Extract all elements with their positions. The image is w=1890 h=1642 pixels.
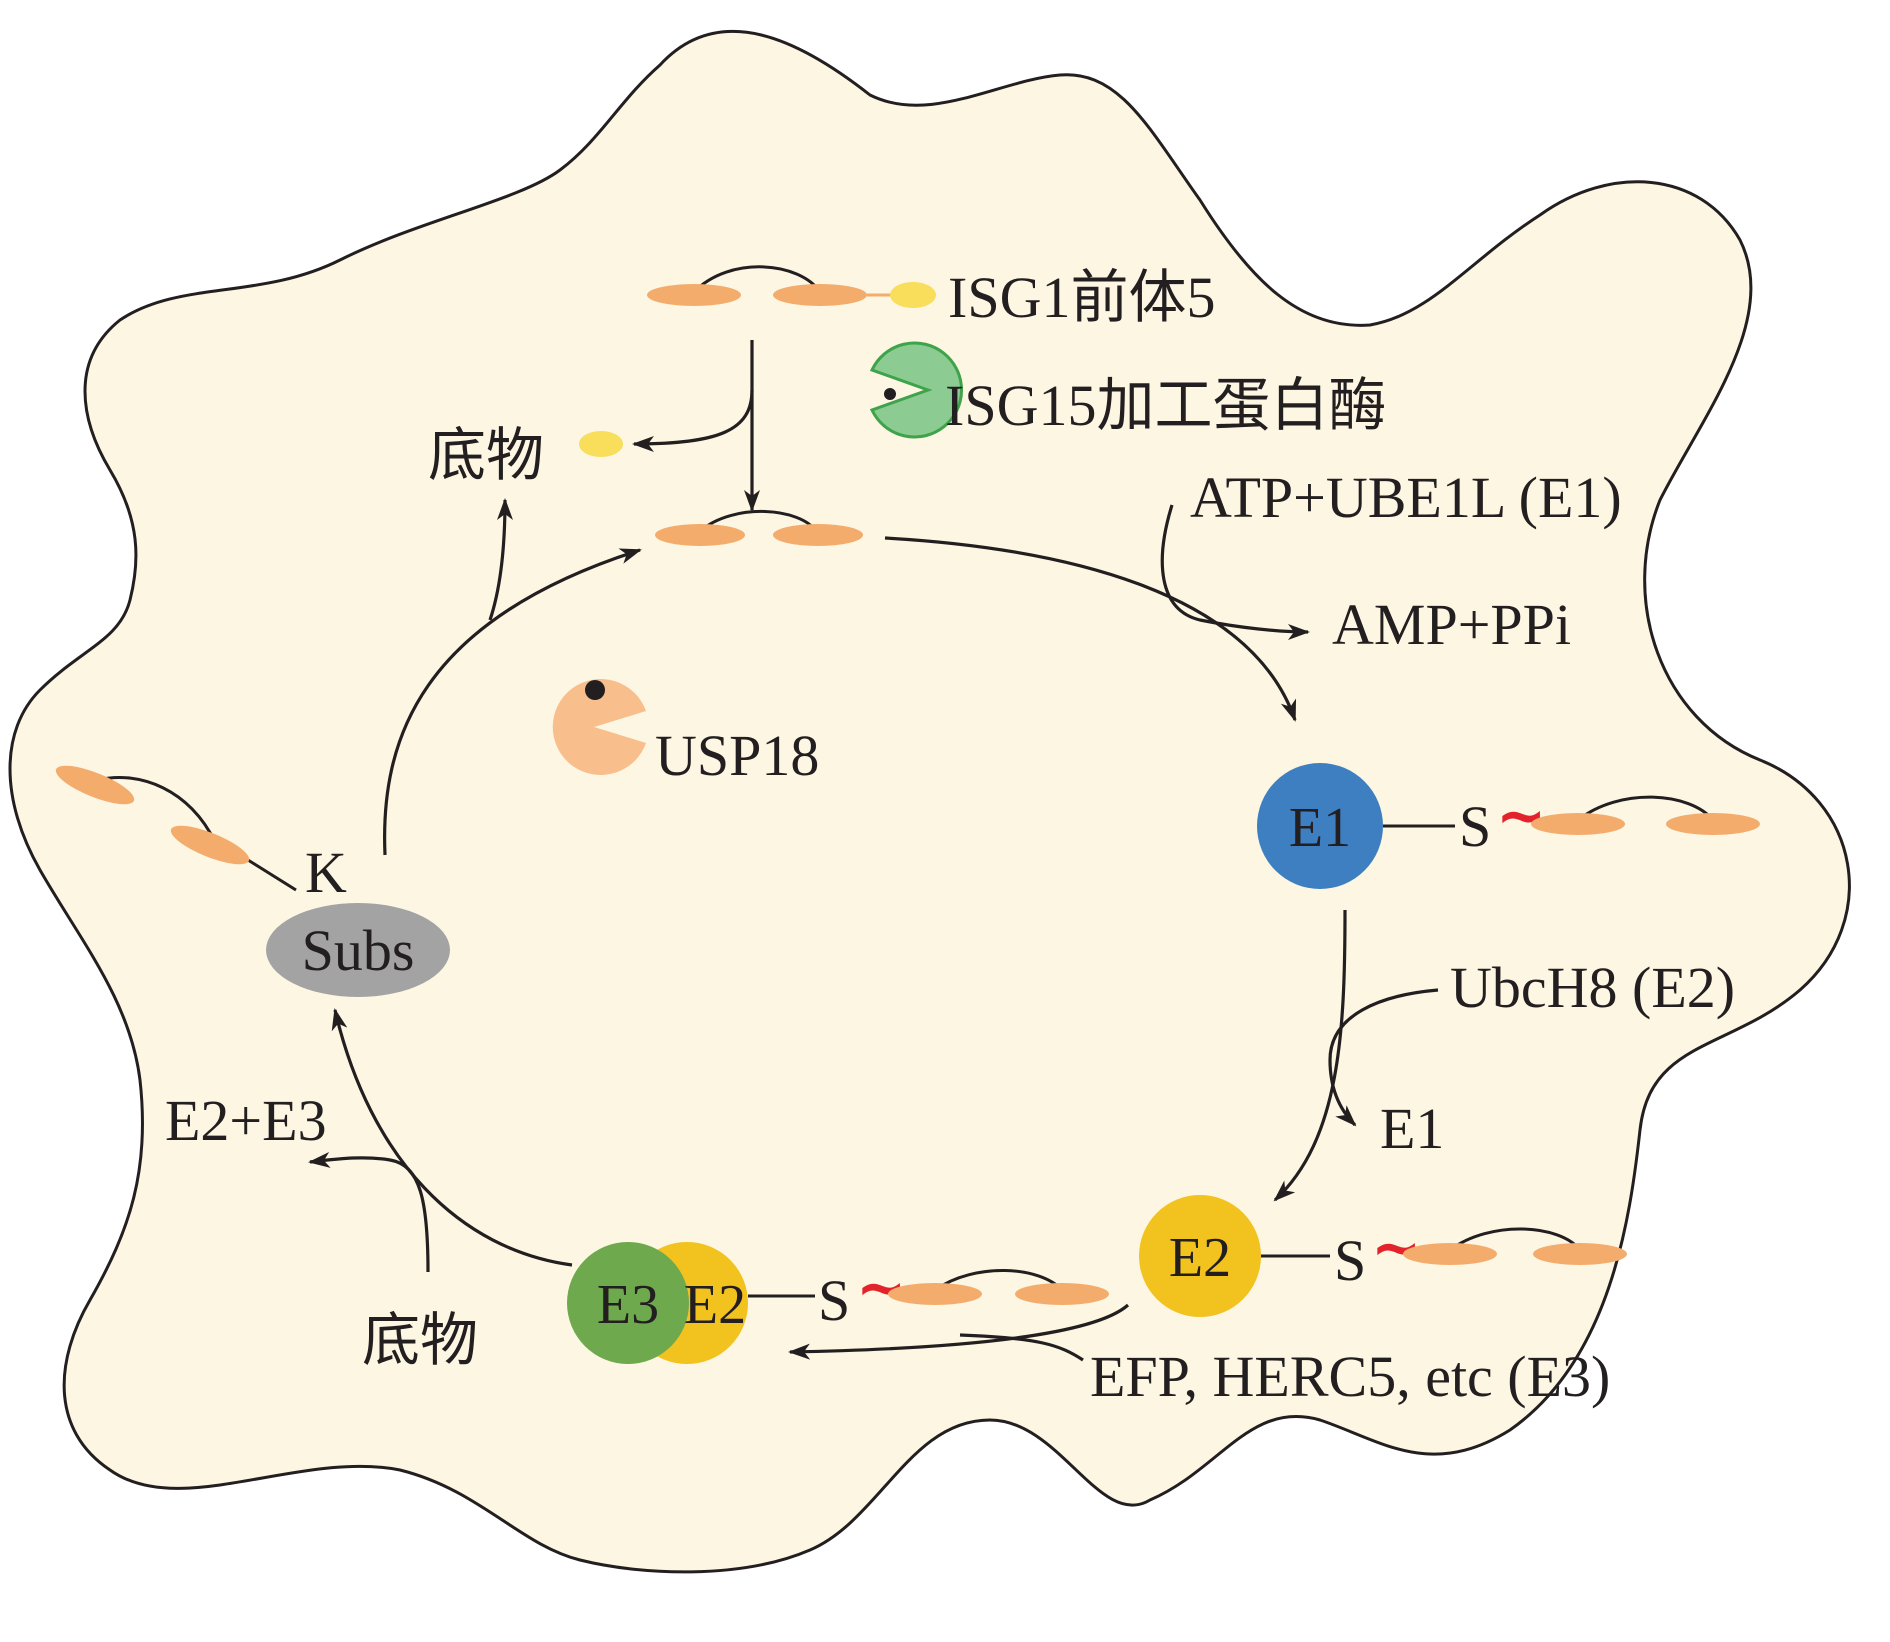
activation-arrow bbox=[884, 536, 1297, 722]
isg15-domain bbox=[1015, 1283, 1109, 1305]
isg15-domain bbox=[888, 1283, 982, 1305]
isg15-domain bbox=[1666, 813, 1760, 835]
thioester-s-e2: S bbox=[1334, 1228, 1366, 1293]
substrate-input-arrow bbox=[308, 1152, 430, 1273]
isg15-domain bbox=[647, 284, 741, 306]
conjugation-arrow bbox=[331, 1008, 573, 1267]
usp18-enzyme bbox=[552, 679, 646, 775]
e3-enzyme bbox=[567, 1242, 689, 1364]
mature-isg15 bbox=[655, 510, 863, 546]
isg15-domain bbox=[655, 524, 745, 546]
e1-label: E1 bbox=[1289, 797, 1351, 859]
atp-ube1l-label: ATP+UBE1L (E1) bbox=[1190, 465, 1622, 530]
thioester-s-e1: S bbox=[1459, 794, 1491, 859]
atp-input-arrow bbox=[1160, 504, 1310, 640]
enzyme-eye bbox=[884, 388, 896, 400]
transfer-to-e2-arrow bbox=[1273, 909, 1347, 1202]
isg15-precursor-label: ISG1前体5 bbox=[948, 265, 1215, 330]
isg15-domain bbox=[55, 765, 135, 805]
isg15-precursor bbox=[647, 265, 936, 308]
e2-enzyme bbox=[1139, 1195, 1261, 1317]
e3-input-arrow bbox=[959, 1333, 1084, 1362]
thioester-tilde-e1: ~ bbox=[1496, 781, 1546, 851]
propeptide bbox=[890, 282, 936, 308]
e1-enzyme bbox=[1257, 763, 1383, 889]
released-propeptide bbox=[579, 431, 623, 457]
lysine-label: K bbox=[305, 840, 347, 905]
substrate-label-top: 底物 bbox=[428, 423, 544, 488]
e3-ligases-label: EFP, HERC5, etc (E3) bbox=[1090, 1344, 1610, 1409]
isg15-processing-enzyme bbox=[869, 341, 963, 439]
subs-label: Subs bbox=[302, 918, 415, 983]
transfer-to-e3-arrow bbox=[788, 1303, 1130, 1360]
isg15-domain bbox=[1533, 1243, 1627, 1265]
substrate bbox=[266, 903, 450, 997]
isg15-on-e1 bbox=[1531, 795, 1760, 835]
ubch8-input-arrow bbox=[1328, 988, 1439, 1127]
isg15-on-substrate bbox=[55, 765, 250, 865]
isg15-domain bbox=[1403, 1243, 1497, 1265]
isg15-domain bbox=[1531, 813, 1625, 835]
usp18-label: USP18 bbox=[655, 723, 819, 788]
isg15-on-e2 bbox=[1403, 1227, 1627, 1265]
e2-e3-label: E2+E3 bbox=[165, 1088, 327, 1153]
propeptide-release-arrow bbox=[632, 389, 754, 452]
isg15-domain bbox=[170, 825, 250, 865]
isg15-domain bbox=[773, 284, 867, 306]
e2-complex-label: E2 bbox=[684, 1274, 746, 1336]
thioester-s-e3: S bbox=[818, 1268, 850, 1333]
substrate-label-bottom: 底物 bbox=[362, 1308, 478, 1373]
isg15-domain bbox=[773, 524, 863, 546]
cell-membrane bbox=[8, 29, 1851, 1574]
e1-released-label: E1 bbox=[1380, 1096, 1444, 1161]
substrate-release-arrow bbox=[488, 498, 513, 621]
isg15-processing-enzyme-label: ISG15加工蛋白酶 bbox=[945, 373, 1386, 438]
isg15-on-e2e3 bbox=[888, 1269, 1109, 1305]
e2-label: E2 bbox=[1169, 1227, 1231, 1289]
usp18-eye bbox=[585, 680, 605, 700]
amp-ppi-label: AMP+PPi bbox=[1332, 592, 1571, 657]
ubch8-label: UbcH8 (E2) bbox=[1450, 955, 1735, 1020]
e3-label: E3 bbox=[597, 1274, 659, 1336]
deconjugation-arrow bbox=[383, 548, 642, 856]
